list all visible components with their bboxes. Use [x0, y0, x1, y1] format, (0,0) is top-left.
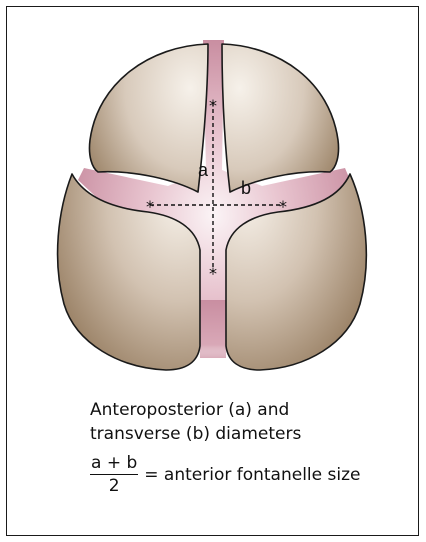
formula-result-text: = anterior fontanelle size [144, 465, 360, 485]
label-transverse-diameter: b [241, 178, 251, 198]
formula-denominator: 2 [109, 475, 120, 497]
frontal-bone-right [222, 44, 339, 192]
formula-numerator: a + b [90, 453, 138, 475]
fontanelle-tail [200, 300, 226, 360]
figure-caption: Anteroposterior (a) and transverse (b) d… [90, 398, 301, 446]
formula-fraction: a + b 2 [90, 453, 138, 497]
caption-line-1: Anteroposterior (a) and [90, 398, 301, 422]
caption-line-2: transverse (b) diameters [90, 422, 301, 446]
marker-left: * [146, 197, 154, 216]
marker-top: * [209, 96, 217, 115]
label-ap-diameter: a [198, 160, 209, 180]
frontal-bone-left [89, 44, 208, 192]
size-formula: a + b 2 = anterior fontanelle size [90, 453, 360, 497]
marker-bottom: * [209, 264, 217, 283]
marker-right: * [279, 197, 287, 216]
